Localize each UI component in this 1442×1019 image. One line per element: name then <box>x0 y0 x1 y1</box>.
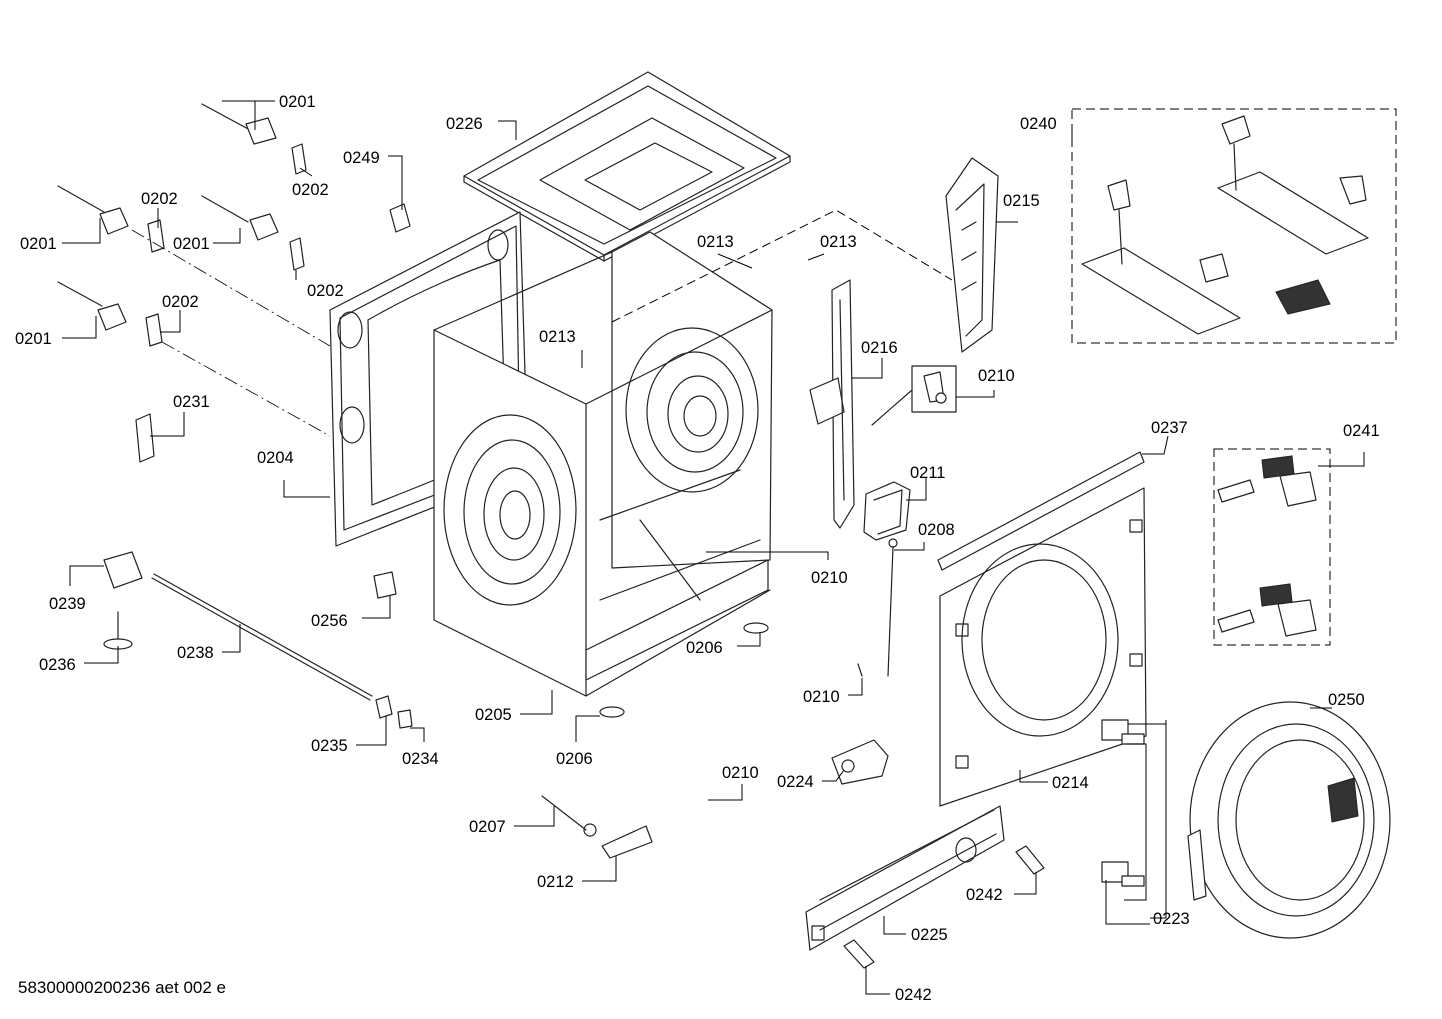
callout-label: 0241 <box>1343 422 1380 440</box>
callout-label: 0208 <box>918 521 955 539</box>
part-plinth <box>805 805 1005 951</box>
document-code: 58300000200236 aet 002 e <box>18 978 226 997</box>
callout-label: 0256 <box>311 612 348 630</box>
callout-label: 0249 <box>343 149 380 167</box>
part-kit-0241 <box>1213 448 1331 646</box>
callout-label: 0206 <box>556 750 593 768</box>
callout-label: 0225 <box>911 926 948 944</box>
callout-label: 0215 <box>1003 192 1040 210</box>
callout-label: 0223 <box>1153 910 1190 928</box>
callout-label: 0240 <box>1020 115 1057 133</box>
leader-lines <box>62 100 1365 995</box>
callout-label: 0204 <box>257 449 294 467</box>
part-latches <box>1101 719 1145 887</box>
callout-label: 0210 <box>978 367 1015 385</box>
part-rail-0216 <box>809 279 855 529</box>
callout-label: 0201 <box>15 330 52 348</box>
callout-label: 0235 <box>311 737 348 755</box>
callout-label: 0201 <box>279 93 316 111</box>
callout-label: 0250 <box>1328 691 1365 709</box>
part-bottom-left <box>103 551 769 859</box>
part-clip-detail <box>871 365 957 426</box>
callout-labels: 0201 0202 0202 0201 0201 0202 0202 0201 … <box>15 93 1380 1004</box>
callout-label: 0201 <box>173 235 210 253</box>
callout-label: 0242 <box>895 986 932 1004</box>
callout-label: 0226 <box>446 115 483 133</box>
part-door <box>1187 701 1391 939</box>
part-vertical-bracket-0215 <box>945 157 999 353</box>
callout-label: 0224 <box>777 773 814 791</box>
part-top-cover <box>463 71 791 262</box>
callout-label: 0234 <box>402 750 439 768</box>
part-module-0211 <box>863 481 911 541</box>
callout-label: 0231 <box>173 393 210 411</box>
callout-label: 0202 <box>307 282 344 300</box>
callout-label: 0236 <box>39 656 76 674</box>
callout-label: 0242 <box>966 886 1003 904</box>
callout-label: 0238 <box>177 644 214 662</box>
part-front-panel <box>937 451 1147 807</box>
callout-label: 0202 <box>292 181 329 199</box>
callout-label: 0212 <box>537 873 574 891</box>
callout-label: 0210 <box>811 569 848 587</box>
callout-label: 0210 <box>722 764 759 782</box>
callout-label: 0206 <box>686 639 723 657</box>
guide-lines <box>131 209 953 437</box>
callout-label: 0202 <box>162 293 199 311</box>
part-handles <box>843 845 1045 969</box>
part-cabinet <box>433 231 773 697</box>
callout-label: 0216 <box>861 339 898 357</box>
callout-label: 0237 <box>1151 419 1188 437</box>
callout-label: 0213 <box>820 233 857 251</box>
part-door-lock <box>831 739 889 785</box>
callout-label: 0201 <box>20 235 57 253</box>
callout-label: 0202 <box>141 190 178 208</box>
callout-label: 0213 <box>539 328 576 346</box>
callout-label: 0213 <box>697 233 734 251</box>
callout-label: 0210 <box>803 688 840 706</box>
part-kit-0240 <box>1071 108 1397 344</box>
callout-label: 0205 <box>475 706 512 724</box>
callout-label: 0211 <box>910 464 945 482</box>
callout-label: 0239 <box>49 595 86 613</box>
callout-label: 0214 <box>1052 774 1089 792</box>
part-sensor-rod <box>857 538 898 677</box>
part-small-screws <box>57 103 411 463</box>
callout-label: 0207 <box>469 818 506 836</box>
